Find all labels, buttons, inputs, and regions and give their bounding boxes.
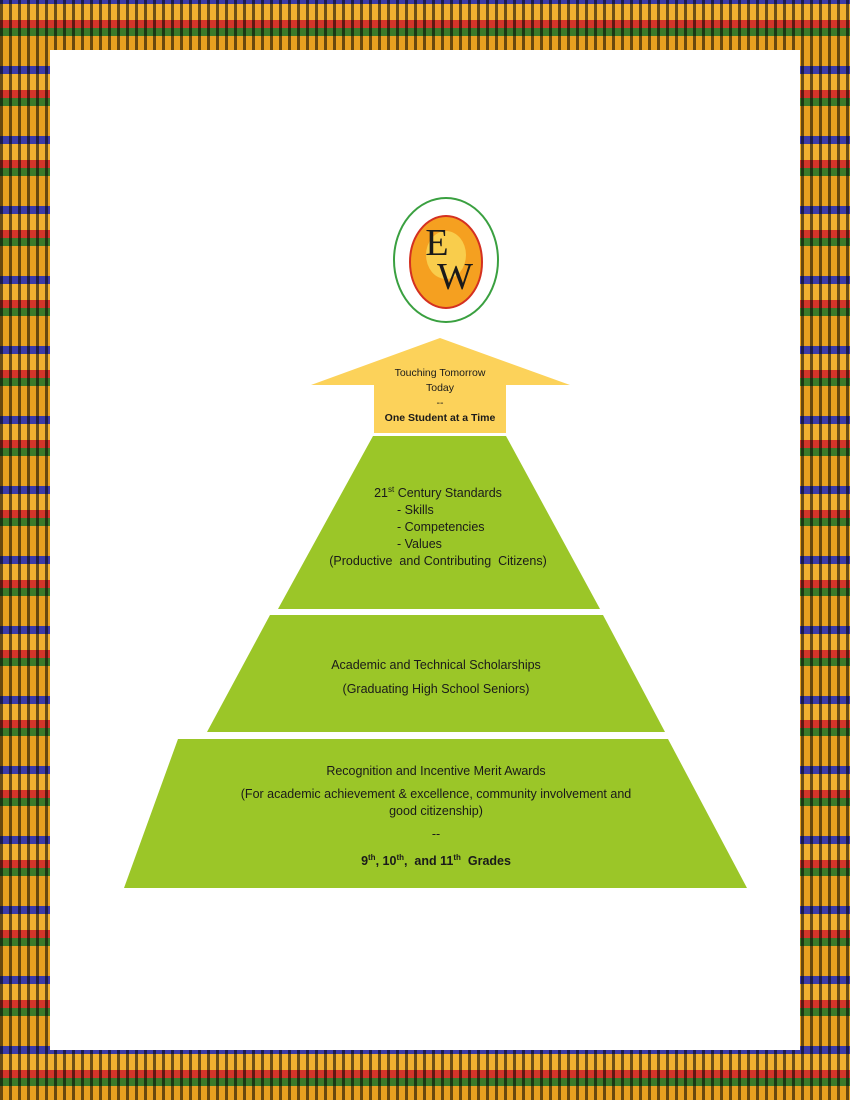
tier-top-title: 21st Century Standards — [300, 481, 576, 502]
tier-middle-note: (Graduating High School Seniors) — [342, 682, 530, 696]
tier-middle-text: Academic and Technical Scholarships (Gra… — [250, 653, 622, 701]
logo-initials: E W — [396, 224, 496, 298]
arrow-line2: Today — [425, 382, 455, 394]
logo-initial-e: E — [425, 222, 449, 264]
tier-top-item: - Skills — [397, 503, 434, 518]
tier-top-title-rest: Century Standards — [394, 486, 502, 501]
grade-sup: th — [368, 853, 376, 862]
tier-middle-shape — [207, 615, 665, 732]
arrow-shape — [311, 338, 570, 433]
arrow-sep: -- — [436, 397, 444, 409]
arrow-line3: One Student at a Time — [384, 412, 496, 424]
logo-initial-w: W — [437, 256, 473, 298]
tier-top-shape — [278, 436, 600, 609]
grade-num: 9 — [361, 854, 369, 869]
arrow-line1: Touching Tomorrow — [394, 367, 486, 379]
tier-bottom-grades: 9th, 10th, and 11th Grades — [226, 849, 646, 870]
tier-top-item: - Competencies — [397, 520, 485, 535]
tier-top-text: 21st Century Standards - Skills - Compet… — [300, 481, 576, 570]
grade-num: , and 11 — [404, 854, 454, 869]
tier-middle-title: Academic and Technical Scholarships — [331, 658, 541, 672]
tier-bottom-sep: -- — [431, 827, 441, 841]
tier-top-title-num: 21 — [374, 486, 388, 501]
tier-top-title-sup: st — [387, 485, 395, 494]
tier-top-note: (Productive and Contributing Citizens) — [329, 554, 547, 569]
logo — [393, 197, 499, 323]
grade-num: , 10 — [375, 854, 397, 869]
grade-sup: th — [453, 853, 461, 862]
tier-bottom-note: (For academic achievement & excellence, … — [240, 787, 632, 818]
grades-suffix: Grades — [460, 854, 511, 869]
grade-sup: th — [396, 853, 404, 862]
tier-top-item: - Values — [397, 537, 442, 552]
tier-bottom-title: Recognition and Incentive Merit Awards — [326, 764, 546, 778]
tier-bottom-text: Recognition and Incentive Merit Awards (… — [226, 763, 646, 870]
arrow-text: Touching Tomorrow Today -- One Student a… — [374, 366, 506, 426]
tier-bottom-shape — [124, 739, 747, 888]
